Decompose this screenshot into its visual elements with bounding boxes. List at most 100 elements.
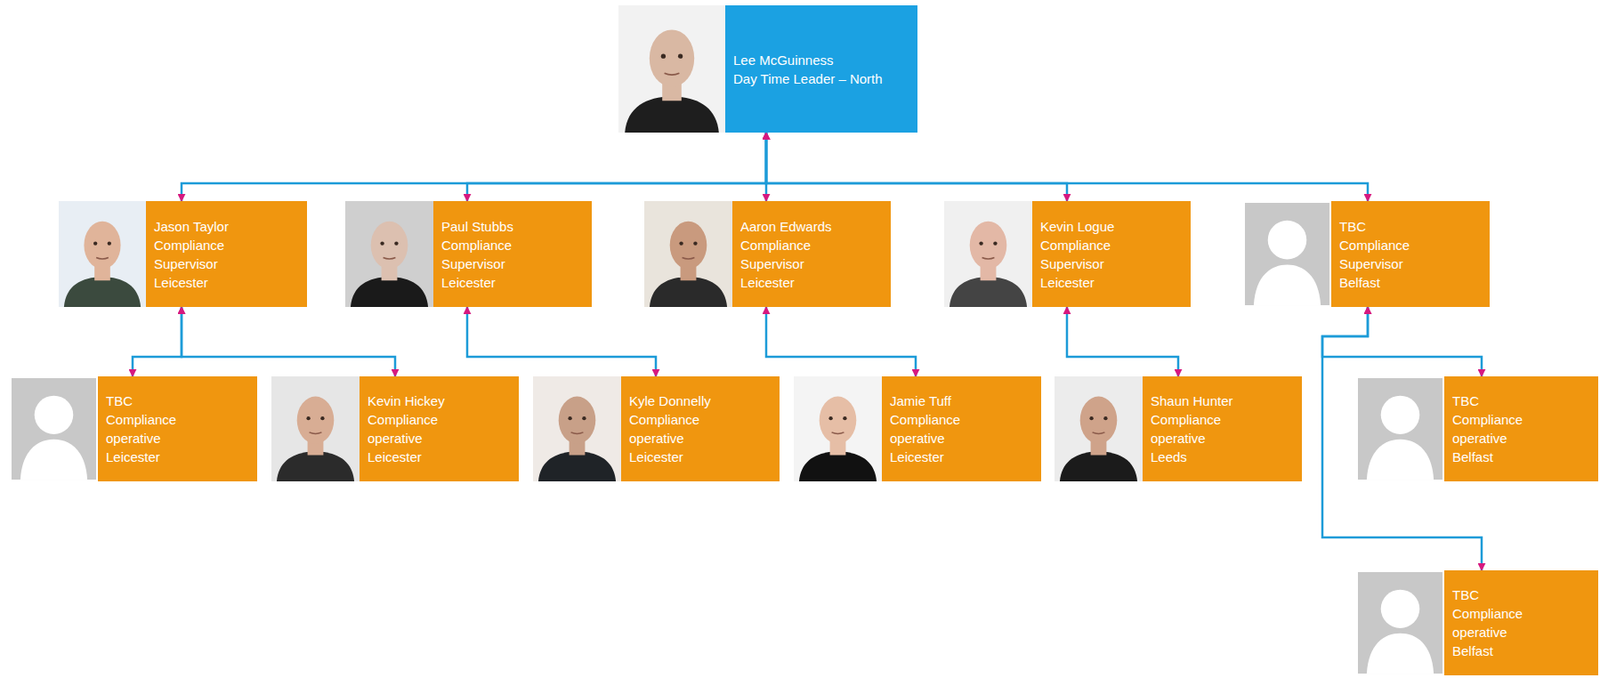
placeholder-head (1381, 395, 1421, 435)
photo-face (649, 29, 695, 87)
location: Leeds (1150, 447, 1294, 467)
staff-card: Kevin LogueCompliance SupervisorLeiceste… (944, 201, 1191, 308)
photo-face (1080, 396, 1118, 445)
staff-card: TBCCompliance SupervisorBelfast (1243, 201, 1490, 308)
job-title: Compliance Supervisor (1339, 235, 1422, 274)
placeholder-ground (11, 378, 97, 480)
photo-ground (345, 201, 434, 308)
photo-shoulders (350, 276, 429, 308)
photo-mouth (1092, 432, 1106, 434)
person-name: Kevin Logue (1040, 217, 1183, 236)
photo-ground (9, 376, 98, 482)
photo-face (83, 221, 121, 270)
photo-eye (320, 416, 324, 421)
person-photo (1356, 376, 1445, 482)
reporting-line (181, 307, 396, 377)
photo-eye (828, 416, 833, 421)
staff-card: Paul StubbsCompliance SupervisorLeiceste… (345, 201, 592, 308)
card-text-area: TBCCompliance operativeBelfast (1444, 570, 1599, 676)
person-name: TBC (1339, 217, 1482, 236)
photo-eye (107, 241, 112, 245)
photo-shoulders (276, 452, 355, 482)
photo-shoulders (64, 276, 141, 308)
card-text-area: Paul StubbsCompliance SupervisorLeiceste… (433, 201, 592, 308)
card-text-area: Kevin HickeyCompliance operativeLeiceste… (359, 376, 519, 482)
photo-shoulders (1059, 452, 1138, 482)
person-photo (533, 376, 622, 482)
job-title: Compliance operative (1150, 410, 1233, 448)
photo-face (969, 221, 1008, 270)
placeholder-body (20, 439, 88, 480)
photo-eye (661, 54, 666, 59)
card-text-area: Kyle DonnellyCompliance operativeLeicest… (621, 376, 780, 482)
staff-card: Kevin HickeyCompliance operativeLeiceste… (271, 376, 519, 482)
job-title: Compliance operative (629, 410, 712, 448)
person-name: Paul Stubbs (441, 217, 584, 236)
photo-face (297, 396, 335, 445)
person-photo (644, 201, 733, 308)
card-text-area: Kevin LogueCompliance SupervisorLeiceste… (1032, 201, 1191, 308)
person-photo (618, 5, 726, 133)
card-text-area: TBCCompliance operativeLeicester (97, 376, 258, 482)
person-photo (1054, 376, 1143, 482)
location: Leicester (441, 273, 584, 292)
staff-card: Jamie TuffCompliance operativeLeicester (793, 376, 1042, 482)
photo-mouth (96, 257, 109, 259)
photo-mouth (664, 72, 680, 75)
photo-mouth (832, 432, 845, 434)
reporting-line (1322, 307, 1482, 377)
photo-shoulders (649, 276, 728, 308)
person-photo (58, 201, 146, 308)
location: Leicester (1040, 273, 1183, 292)
placeholder-head (1268, 220, 1308, 260)
card-text-area: Jason TaylorCompliance SupervisorLeicest… (145, 201, 308, 308)
reporting-line (766, 307, 916, 377)
photo-eye (394, 241, 398, 245)
placeholder-head (34, 395, 74, 435)
location: Leicester (367, 447, 511, 467)
location: Leicester (740, 273, 883, 292)
job-title: Compliance Supervisor (153, 235, 236, 274)
placeholder-body (1366, 633, 1434, 674)
person-name: Shaun Hunter (1150, 391, 1294, 411)
job-title: Compliance Supervisor (1040, 235, 1123, 274)
photo-face (371, 221, 409, 270)
photo-ground (793, 376, 882, 482)
photo-ground (1356, 376, 1445, 482)
staff-card: Aaron EdwardsCompliance SupervisorLeices… (644, 201, 891, 308)
person-photo (9, 376, 98, 482)
person-photo (793, 376, 882, 482)
photo-mouth (571, 432, 584, 434)
location: Belfast (1452, 641, 1591, 661)
placeholder-body (1253, 264, 1321, 306)
job-title: Compliance operative (367, 410, 450, 448)
photo-shoulders (949, 276, 1027, 308)
photo-ground (271, 376, 360, 482)
photo-eye (1103, 416, 1108, 421)
placeholder-ground (1244, 202, 1330, 306)
job-title: Compliance Supervisor (740, 235, 823, 274)
staff-card: Jason TaylorCompliance SupervisorLeicest… (58, 201, 308, 308)
leader-card: Lee McGuinnessDay Time Leader – North (618, 5, 918, 133)
card-text-area: TBCCompliance operativeBelfast (1444, 376, 1599, 482)
reporting-line (181, 132, 767, 202)
placeholder-head (1381, 589, 1421, 629)
staff-card: TBCCompliance operativeBelfast (1356, 570, 1599, 676)
photo-mouth (309, 432, 323, 434)
person-name: Kyle Donnelly (629, 391, 772, 411)
photo-mouth (682, 257, 695, 259)
placeholder-ground (1357, 572, 1443, 674)
photo-ground (1356, 570, 1445, 676)
photo-ground (58, 201, 146, 308)
photo-ground (644, 201, 733, 308)
location: Leicester (153, 273, 299, 292)
person-name: Kevin Hickey (367, 391, 511, 411)
job-title: Compliance operative (1452, 604, 1535, 642)
photo-eye (993, 241, 997, 245)
person-name: Aaron Edwards (740, 217, 883, 236)
photo-mouth (982, 257, 995, 259)
photo-eye (306, 416, 310, 421)
reporting-line (467, 132, 767, 202)
staff-card: Shaun HunterCompliance operativeLeeds (1054, 376, 1302, 482)
photo-face (558, 396, 597, 445)
